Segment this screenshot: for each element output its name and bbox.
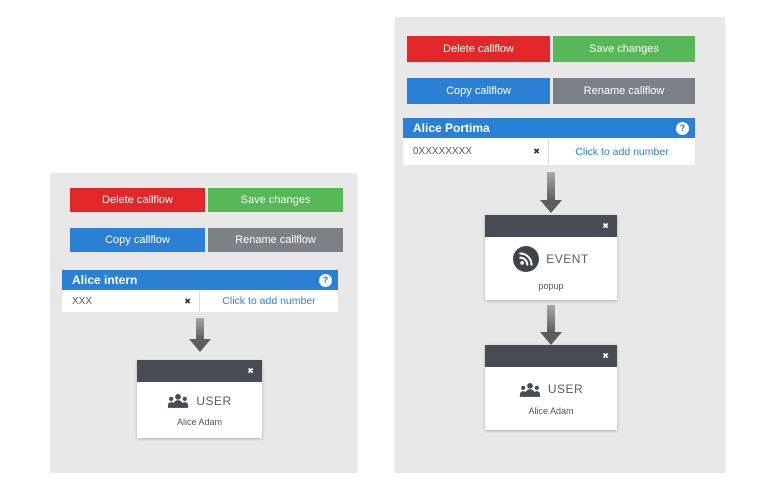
delete-callflow-button[interactable]: Delete callflow — [70, 188, 205, 212]
flow-arrow-head — [540, 200, 562, 213]
remove-number-icon[interactable]: ✖ — [533, 147, 540, 156]
flow-arrow-head — [189, 339, 211, 352]
remove-number-icon[interactable]: ✖ — [184, 296, 191, 306]
node-body: USER Alice Adam — [485, 367, 617, 430]
node-user[interactable]: ✖ USER Alice — [137, 360, 262, 438]
rss-icon — [513, 246, 540, 272]
callflow-name-header: Alice Portima ? — [403, 118, 695, 138]
callflow-name: Alice intern — [72, 273, 138, 287]
number-chip[interactable]: 0XXXXXXXX ✖ — [403, 138, 549, 165]
help-icon[interactable]: ? — [319, 273, 332, 287]
node-type-label: EVENT — [546, 252, 589, 266]
node-close-icon[interactable]: ✖ — [602, 351, 609, 361]
flow-arrow-shaft — [547, 305, 555, 332]
node-type-label: USER — [196, 393, 232, 408]
delete-callflow-button[interactable]: Delete callflow — [407, 36, 550, 62]
node-type-label: USER — [547, 382, 584, 396]
add-number-link[interactable]: Click to add number — [222, 295, 316, 307]
flow-arrow-head — [540, 332, 562, 345]
node-title-row: EVENT — [513, 246, 589, 272]
node-body: EVENT popup — [485, 237, 617, 300]
number-chip[interactable]: XXX ✖ — [62, 290, 200, 312]
flow-arrow-shaft — [196, 318, 204, 339]
node-subtitle: popup — [538, 281, 564, 291]
callflow-panel-alice-portima: Delete callflow Save changes Copy callfl… — [395, 17, 725, 473]
copy-callflow-button[interactable]: Copy callflow — [407, 78, 550, 104]
node-close-icon[interactable]: ✖ — [602, 221, 609, 231]
users-icon — [168, 393, 189, 408]
node-header: ✖ — [485, 215, 617, 237]
callflow-name-header: Alice intern ? — [62, 270, 338, 290]
node-subtitle: Alice Adam — [528, 405, 574, 416]
callflow-numbers-row: 0XXXXXXXX ✖ Click to add number — [403, 138, 695, 165]
number-value: XXX — [72, 295, 93, 307]
add-number-link[interactable]: Click to add number — [575, 145, 669, 158]
node-subtitle: Alice Adam — [176, 417, 223, 427]
users-icon — [519, 382, 540, 397]
node-header: ✖ — [137, 360, 262, 382]
copy-callflow-button[interactable]: Copy callflow — [70, 228, 205, 252]
save-changes-button[interactable]: Save changes — [553, 36, 695, 62]
number-value: 0XXXXXXXX — [413, 146, 472, 157]
node-header: ✖ — [485, 345, 617, 367]
save-changes-button[interactable]: Save changes — [208, 188, 343, 212]
rename-callflow-button[interactable]: Rename callflow — [208, 228, 343, 252]
rename-callflow-button[interactable]: Rename callflow — [553, 78, 695, 104]
node-event[interactable]: ✖ EVENT popup — [485, 215, 617, 300]
callflow-panel-alice-intern: Delete callflow Save changes Copy callfl… — [50, 173, 357, 473]
node-title-row: USER — [167, 393, 231, 408]
node-title-row: USER — [519, 382, 583, 397]
node-body: USER Alice Adam — [137, 382, 262, 438]
flow-arrow-shaft — [547, 172, 555, 200]
node-user[interactable]: ✖ USER Alice — [485, 345, 617, 430]
callflow-name: Alice Portima — [413, 121, 490, 135]
help-icon[interactable]: ? — [676, 121, 689, 135]
node-close-icon[interactable]: ✖ — [247, 366, 254, 376]
callflow-numbers-row: XXX ✖ Click to add number — [62, 290, 338, 312]
